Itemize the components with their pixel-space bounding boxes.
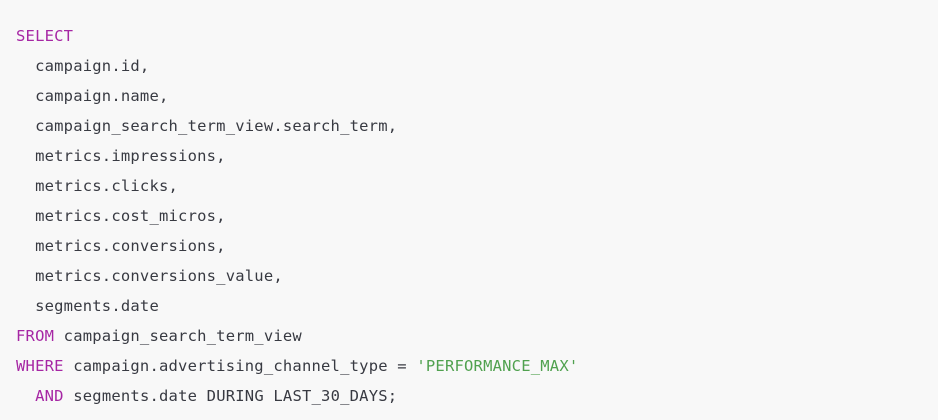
- code-token-plain: segments.date DURING LAST_30_DAYS;: [63, 387, 398, 405]
- code-line: metrics.conversions,: [16, 231, 922, 261]
- code-line: WHERE campaign.advertising_channel_type …: [16, 351, 922, 381]
- code-token-plain: campaign.name,: [16, 87, 169, 105]
- code-token-plain: [16, 387, 35, 405]
- code-token-keyword: SELECT: [16, 27, 74, 45]
- code-line: FROM campaign_search_term_view: [16, 321, 922, 351]
- code-line: campaign_search_term_view.search_term,: [16, 111, 922, 141]
- code-line: metrics.clicks,: [16, 171, 922, 201]
- code-token-plain: campaign_search_term_view: [54, 327, 302, 345]
- code-line: campaign.id,: [16, 51, 922, 81]
- code-line: metrics.cost_micros,: [16, 201, 922, 231]
- code-token-plain: metrics.clicks,: [16, 177, 179, 195]
- code-line: metrics.impressions,: [16, 141, 922, 171]
- code-token-keyword: AND: [35, 387, 64, 405]
- code-token-string: 'PERFORMANCE_MAX': [416, 357, 579, 375]
- code-line: AND segments.date DURING LAST_30_DAYS;: [16, 381, 922, 411]
- code-line: campaign.name,: [16, 81, 922, 111]
- code-token-plain: campaign.advertising_channel_type =: [63, 357, 417, 375]
- code-token-plain: metrics.conversions_value,: [16, 267, 283, 285]
- code-token-plain: metrics.conversions,: [16, 237, 226, 255]
- code-token-plain: metrics.impressions,: [16, 147, 226, 165]
- code-token-keyword: FROM: [16, 327, 55, 345]
- code-token-plain: segments.date: [16, 297, 159, 315]
- code-token-plain: metrics.cost_micros,: [16, 207, 226, 225]
- code-token-plain: campaign_search_term_view.search_term,: [16, 117, 398, 135]
- code-token-keyword: WHERE: [16, 357, 64, 375]
- code-line: SELECT: [16, 21, 922, 51]
- code-line: metrics.conversions_value,: [16, 261, 922, 291]
- code-line: segments.date: [16, 291, 922, 321]
- code-token-plain: campaign.id,: [16, 57, 150, 75]
